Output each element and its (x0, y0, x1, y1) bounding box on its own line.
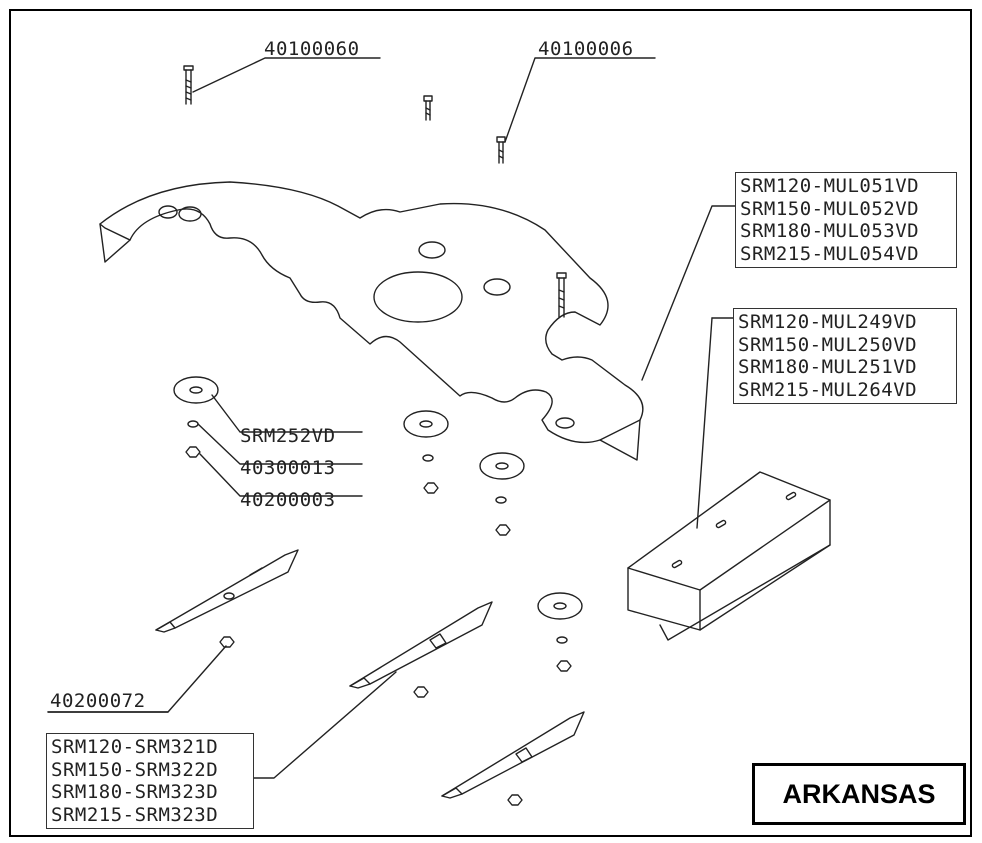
hardware-right (479, 452, 525, 536)
leader-40100006 (504, 57, 656, 143)
deflector-part: SRM215-MUL264VD (738, 378, 918, 401)
cover-part: SRM150-MUL052VD (740, 197, 920, 220)
bolt-small-right (496, 136, 506, 164)
cover-part: SRM180-MUL053VD (740, 220, 920, 242)
blade-right (441, 711, 585, 806)
bolt-cover-right (556, 272, 567, 318)
deflector-part: SRM120-MUL249VD (738, 311, 918, 333)
deflector-plate (627, 317, 831, 641)
cover-part: SRM215-MUL054VD (740, 242, 920, 265)
blade-part: SRM150-SRM322D (51, 758, 219, 781)
blade-part: SRM120-SRM321D (51, 736, 219, 758)
label-blade-nut: 40200072 (50, 690, 146, 712)
blade-left (47, 549, 299, 713)
deflector-part: SRM180-MUL251VD (738, 356, 918, 378)
cover-part: SRM120-MUL051VD (740, 175, 920, 197)
hardware-center (403, 410, 449, 494)
label-nut: 40200003 (240, 489, 336, 511)
model-name: ARKANSAS (782, 778, 936, 809)
hardware-left (173, 376, 363, 497)
label-bolt-long: 40100060 (264, 38, 360, 60)
model-name-box: ARKANSAS (752, 763, 966, 825)
label-lock-washer: 40300013 (240, 457, 336, 479)
bolt-long-left (183, 65, 194, 105)
hardware-lower (537, 592, 583, 672)
cover-parts-list: SRM120-MUL051VD SRM150-MUL052VD SRM180-M… (735, 172, 957, 268)
leader-cover-parts (641, 205, 737, 381)
leader-40100060 (192, 57, 381, 93)
label-bolt-short: 40100006 (538, 38, 634, 60)
top-cover-plate (99, 181, 644, 461)
deflector-part: SRM150-MUL250VD (738, 333, 918, 356)
bolt-small-center (423, 95, 433, 121)
blade-center (253, 601, 493, 779)
label-washer-cup: SRM252VD (240, 425, 336, 447)
blade-part: SRM215-SRM323D (51, 803, 219, 826)
blade-parts-list: SRM120-SRM321D SRM150-SRM322D SRM180-SRM… (46, 733, 254, 829)
drawing-frame (9, 9, 972, 837)
blade-part: SRM180-SRM323D (51, 781, 219, 803)
deflector-parts-list: SRM120-MUL249VD SRM150-MUL250VD SRM180-M… (733, 308, 957, 404)
